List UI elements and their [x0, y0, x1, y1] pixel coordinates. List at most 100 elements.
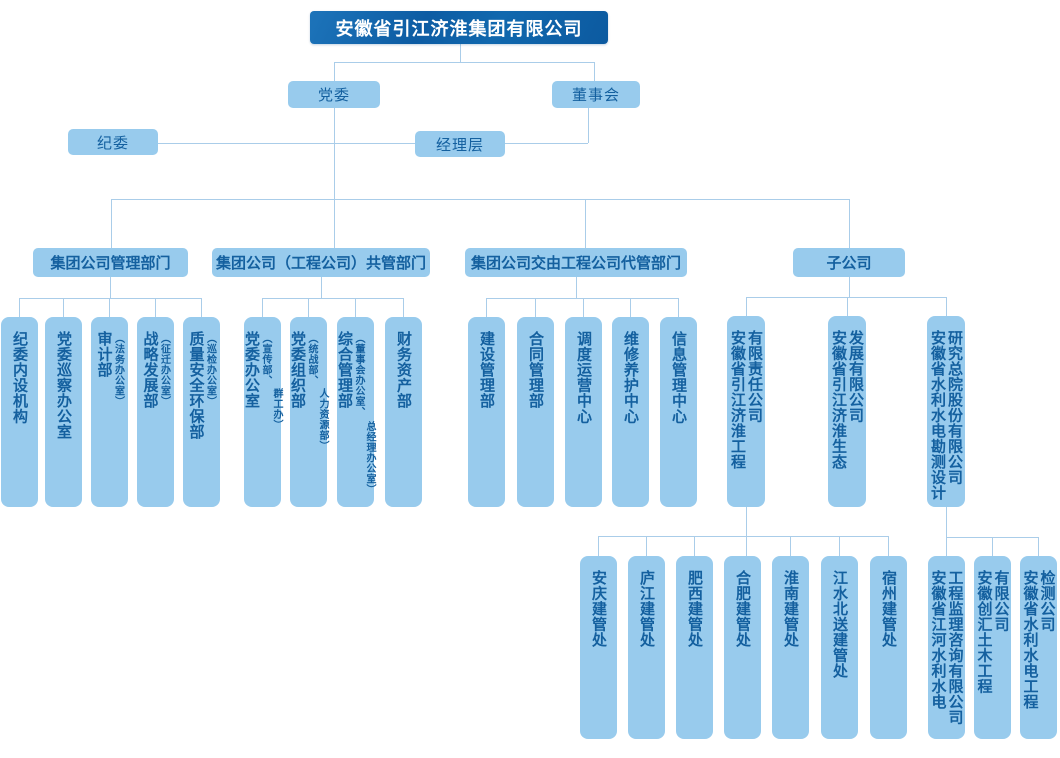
- subsidiary-label: 安徽省引江济淮生态: [830, 330, 847, 470]
- connector-line: [746, 507, 747, 556]
- connector-line: [155, 298, 156, 317]
- department-box: 纪委内设机构: [1, 317, 38, 507]
- branch-office-label: 淮南建管处: [782, 570, 799, 648]
- connector-line: [583, 298, 584, 317]
- department-sublabel: 总经理办公室）: [364, 421, 375, 495]
- connector-line: [19, 298, 20, 317]
- branch-office-label: 肥西建管处: [686, 570, 703, 648]
- category-label: 集团公司（工程公司）共管部门: [215, 255, 426, 272]
- department-sublabel: （统战部、: [306, 333, 317, 386]
- department-label: 党委办公室: [243, 331, 260, 409]
- department-box: 质量安全环保部 （巡检办公室）: [183, 317, 220, 507]
- connector-line: [849, 199, 850, 248]
- root-company-label: 安徽省引江济淮集团有限公司: [335, 18, 583, 39]
- connector-line: [646, 536, 647, 556]
- connector-line: [262, 298, 263, 317]
- board-label: 董事会: [571, 87, 620, 104]
- department-sublabel: 人力资源部）: [317, 388, 328, 451]
- department-label: 合同管理部: [527, 331, 544, 409]
- connector-line: [334, 62, 335, 81]
- branch-office-box: 淮南建管处: [772, 556, 809, 739]
- connector-line: [585, 199, 586, 248]
- connector-line: [888, 536, 889, 556]
- connector-line: [158, 143, 415, 144]
- department-label: 党委组织部: [289, 331, 306, 409]
- connector-line: [308, 298, 309, 317]
- department-label: 建设管理部: [478, 331, 495, 409]
- connector-line: [946, 507, 947, 556]
- department-box: 合同管理部: [517, 317, 554, 507]
- department-sublabel: （巡检办公室）: [204, 333, 216, 407]
- branch-office-box: 庐江建管处: [628, 556, 665, 739]
- connector-line: [321, 277, 322, 298]
- branch-office-label: 江水北送建管处: [831, 570, 848, 679]
- department-label: 纪委内设机构: [11, 331, 28, 424]
- institute-subsidiary-box: 安徽创汇土木工程 有限公司: [974, 556, 1011, 739]
- connector-line: [403, 298, 404, 317]
- branch-office-label: 安庆建管处: [590, 570, 607, 648]
- branch-office-box: 宿州建管处: [870, 556, 907, 739]
- connector-line: [594, 62, 595, 81]
- department-box: 战略发展部 （征迁办公室）: [137, 317, 174, 507]
- department-box: 审计部 （法务办公室）: [91, 317, 128, 507]
- connector-line: [588, 108, 589, 143]
- branch-office-box: 江水北送建管处: [821, 556, 858, 739]
- connector-line: [946, 297, 947, 316]
- department-sublabel: （征迁办公室）: [158, 333, 170, 407]
- connector-line: [63, 298, 64, 317]
- category-group-management-box: 集团公司管理部门: [33, 248, 188, 277]
- party-committee-label: 党委: [317, 87, 350, 104]
- connector-line: [355, 298, 356, 317]
- institute-subsidiary-label: 安徽创汇土木工程: [975, 570, 993, 694]
- connector-line: [486, 298, 487, 317]
- department-label: 财务资产部: [395, 331, 412, 409]
- subsidiary-label: 安徽省水利水电勘测设计: [929, 330, 946, 501]
- connector-line: [111, 199, 849, 200]
- connector-line: [678, 298, 679, 317]
- department-box: 财务资产部: [385, 317, 422, 507]
- connector-line: [110, 277, 111, 298]
- connector-line: [598, 536, 888, 537]
- department-box: 信息管理中心: [660, 317, 697, 507]
- department-label: 党委巡察办公室: [55, 331, 72, 440]
- department-sublabel: （董事会办公室、: [353, 333, 364, 417]
- subsidiary-box: 安徽省引江济淮工程 有限责任公司: [727, 316, 765, 507]
- subsidiary-label: 研究总院股份有限公司: [946, 330, 963, 485]
- category-label: 集团公司交由工程公司代管部门: [470, 255, 681, 272]
- connector-line: [262, 298, 404, 299]
- connector-line: [334, 62, 594, 63]
- institute-subsidiary-box: 安徽省江河水利水电 工程监理咨询有限公司: [928, 556, 965, 739]
- subsidiary-label: 发展有限公司: [847, 330, 864, 423]
- category-subsidiaries-box: 子公司: [793, 248, 905, 277]
- connector-line: [486, 298, 679, 299]
- board-box: 董事会: [552, 81, 640, 108]
- discipline-committee-box: 纪委: [68, 129, 158, 155]
- institute-subsidiary-label: 工程监理咨询有限公司: [946, 570, 964, 725]
- department-label: 质量安全环保部: [187, 331, 205, 440]
- branch-office-label: 合肥建管处: [734, 570, 751, 648]
- connector-line: [598, 536, 599, 556]
- root-company-box: 安徽省引江济淮集团有限公司: [310, 11, 608, 44]
- connector-line: [630, 298, 631, 317]
- branch-office-box: 安庆建管处: [580, 556, 617, 739]
- department-box: 建设管理部: [468, 317, 505, 507]
- department-sublabel: （宣传部、: [260, 333, 271, 386]
- connector-line: [460, 44, 461, 62]
- category-label: 子公司: [826, 255, 872, 272]
- subsidiary-box: 安徽省水利水电勘测设计 研究总院股份有限公司: [927, 316, 965, 507]
- category-delegated-management-box: 集团公司交由工程公司代管部门: [465, 248, 687, 277]
- category-joint-management-box: 集团公司（工程公司）共管部门: [212, 248, 430, 277]
- connector-line: [1038, 537, 1039, 556]
- connector-line: [576, 277, 577, 298]
- party-committee-box: 党委: [288, 81, 380, 108]
- connector-line: [19, 298, 202, 299]
- department-sublabel: （法务办公室）: [112, 333, 124, 407]
- connector-line: [746, 297, 747, 316]
- department-label: 综合管理部: [336, 331, 353, 409]
- department-box: 党委巡察办公室: [45, 317, 82, 507]
- department-box: 调度运营中心: [565, 317, 602, 507]
- department-box: 党委组织部 （统战部、 人力资源部）: [289, 317, 328, 507]
- connector-line: [109, 298, 110, 317]
- department-box: 综合管理部 （董事会办公室、 总经理办公室）: [336, 317, 375, 507]
